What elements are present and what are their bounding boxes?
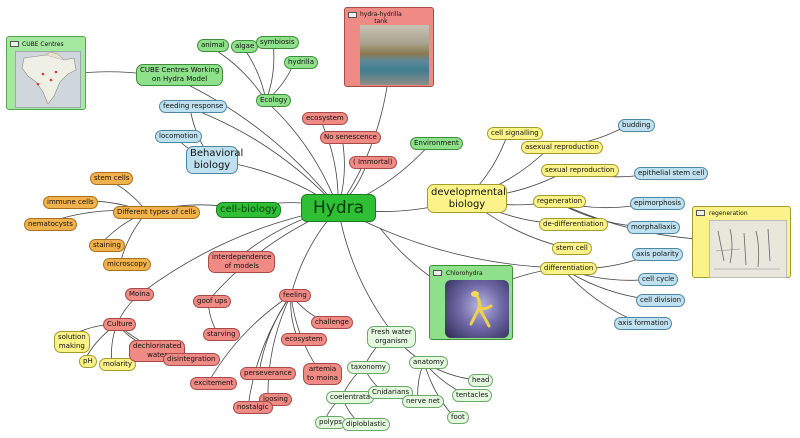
node-different-types-of-cells[interactable]: Different types of cells — [113, 206, 201, 219]
connector-line — [241, 45, 267, 102]
panel-title: hydra-hydrilla tank — [360, 11, 402, 25]
connector-line — [265, 41, 275, 102]
node-solution-making[interactable]: solution making — [54, 331, 90, 353]
node-stem-cells[interactable]: stem cells — [90, 172, 134, 185]
node-goof-ups[interactable]: goof ups — [193, 295, 232, 308]
panel-regeneration[interactable]: regeneration — [692, 206, 791, 278]
connector-line — [119, 211, 148, 265]
node-cnidarians[interactable]: Cnidarians — [368, 386, 414, 399]
connector-line — [189, 107, 339, 209]
node-artemia-to-moina[interactable]: artemia to moina — [303, 363, 343, 385]
node-nematocysts[interactable]: nematocysts — [24, 218, 77, 231]
node-hydrilla[interactable]: hydrilla — [284, 56, 319, 69]
node-axis-formation[interactable]: axis formation — [614, 317, 673, 330]
node-de-differentiation[interactable]: de-differentiation — [539, 218, 608, 231]
node-fresh-water-organism[interactable]: Fresh water organism — [367, 326, 416, 348]
panel-icon — [348, 12, 357, 18]
panel-chlorohydra[interactable]: Chlorohydra — [429, 265, 513, 340]
panel-title: Chlorohydra — [446, 270, 483, 277]
node-morphallaxis[interactable]: morphallaxis — [627, 221, 681, 234]
node-feeling[interactable]: feeling — [279, 289, 311, 302]
node-interdependence-of-models[interactable]: interdependence of models — [208, 251, 276, 273]
node-immune-cells[interactable]: immune cells — [43, 196, 98, 209]
node-microscopy[interactable]: microscopy — [103, 258, 151, 271]
central-topic-hydra[interactable]: Hydra — [301, 194, 376, 222]
node-stem-cell[interactable]: stem cell — [552, 242, 592, 255]
node-regeneration[interactable]: regeneration — [533, 195, 587, 208]
node-challenge[interactable]: challenge — [311, 316, 353, 329]
node-no-senescence[interactable]: No senescence — [320, 131, 381, 144]
node-coelentrata[interactable]: coelentrata — [326, 391, 375, 404]
node-cube-centres-working[interactable]: CUBE Centres Working on Hydra Model — [136, 64, 224, 86]
hydra-specimen-icon — [469, 291, 493, 328]
node-cell-division[interactable]: cell division — [636, 294, 686, 307]
sketch-icon — [714, 228, 780, 270]
node-epimorphosis[interactable]: epimorphosis — [630, 197, 686, 210]
node-ecosystem-top[interactable]: ecosystem — [302, 112, 348, 125]
node-cell-biology[interactable]: cell-biology — [216, 202, 282, 218]
node-animal[interactable]: animal — [197, 39, 229, 52]
node-locomotion[interactable]: locomotion — [155, 130, 202, 143]
node-ph[interactable]: pH — [79, 355, 97, 368]
panel-hydra-hydrilla-tank[interactable]: hydra-hydrilla tank — [344, 7, 434, 87]
regeneration-sketch — [709, 220, 787, 278]
connector-line — [337, 79, 389, 209]
node-budding[interactable]: budding — [618, 119, 655, 132]
node-developmental-biology[interactable]: developmental biology — [427, 184, 507, 213]
node-molarity[interactable]: molarity — [99, 358, 137, 371]
node-excitement[interactable]: excitement — [190, 377, 238, 390]
node-axis-polarity[interactable]: axis polarity — [632, 248, 683, 261]
node-ecosystem-low[interactable]: ecosystem — [281, 333, 327, 346]
node-cell-signalling[interactable]: cell signalling — [487, 127, 543, 140]
node-diploblastic[interactable]: diploblastic — [342, 418, 390, 431]
node-perseverance[interactable]: perseverance — [240, 367, 296, 380]
node-immortal[interactable]: ( Immortal) — [349, 156, 397, 169]
connector-line — [207, 294, 292, 384]
node-staining-top[interactable]: staining — [89, 239, 125, 252]
node-anatomy[interactable]: anatomy — [409, 356, 449, 369]
node-algae[interactable]: algae — [231, 40, 259, 53]
chlorohydra-photo — [445, 280, 509, 338]
node-cell-cycle[interactable]: cell cycle — [638, 273, 679, 286]
node-nostalgic[interactable]: nostalgic — [233, 401, 273, 414]
panel-cube-centres[interactable]: CUBE Centres — [6, 36, 86, 110]
node-nerve-net[interactable]: nerve net — [402, 395, 444, 408]
node-culture[interactable]: Culture — [103, 318, 137, 331]
panel-icon — [10, 41, 19, 47]
node-head[interactable]: head — [468, 374, 494, 387]
node-asexual-reproduction[interactable]: asexual reproduction — [521, 141, 603, 154]
node-disintegration[interactable]: disintegration — [163, 353, 220, 366]
node-epithelial-stem-cell[interactable]: epithelial stem cell — [634, 167, 709, 180]
node-environment[interactable]: Environment — [410, 137, 463, 150]
node-feeding-response[interactable]: feeding response — [159, 100, 228, 113]
panel-title: CUBE Centres — [22, 41, 64, 48]
node-symbiosis[interactable]: symbiosis — [256, 36, 299, 49]
node-moina[interactable]: Moina — [125, 288, 154, 301]
node-taxonomy[interactable]: taxonomy — [347, 361, 390, 374]
india-map-icon — [16, 51, 80, 107]
panel-icon — [696, 210, 705, 216]
panel-title: regeneration — [709, 210, 748, 217]
panel-icon — [433, 270, 442, 276]
connector-line — [267, 294, 292, 400]
tank-photo — [360, 25, 429, 85]
node-tentacles[interactable]: tentacles — [452, 389, 493, 402]
map-thumbnail — [15, 51, 81, 108]
node-differentiation[interactable]: differentiation — [540, 262, 598, 275]
connector-line — [177, 79, 339, 209]
connector-line — [337, 207, 393, 333]
connector-line — [247, 294, 292, 408]
node-starving[interactable]: starving — [203, 328, 240, 341]
node-foot[interactable]: foot — [447, 411, 469, 424]
node-behavioral-biology[interactable]: Behavioral biology — [186, 146, 243, 174]
node-ecology[interactable]: Ecology — [256, 94, 292, 107]
node-sexual-reproduction[interactable]: sexual reproduction — [541, 164, 619, 177]
